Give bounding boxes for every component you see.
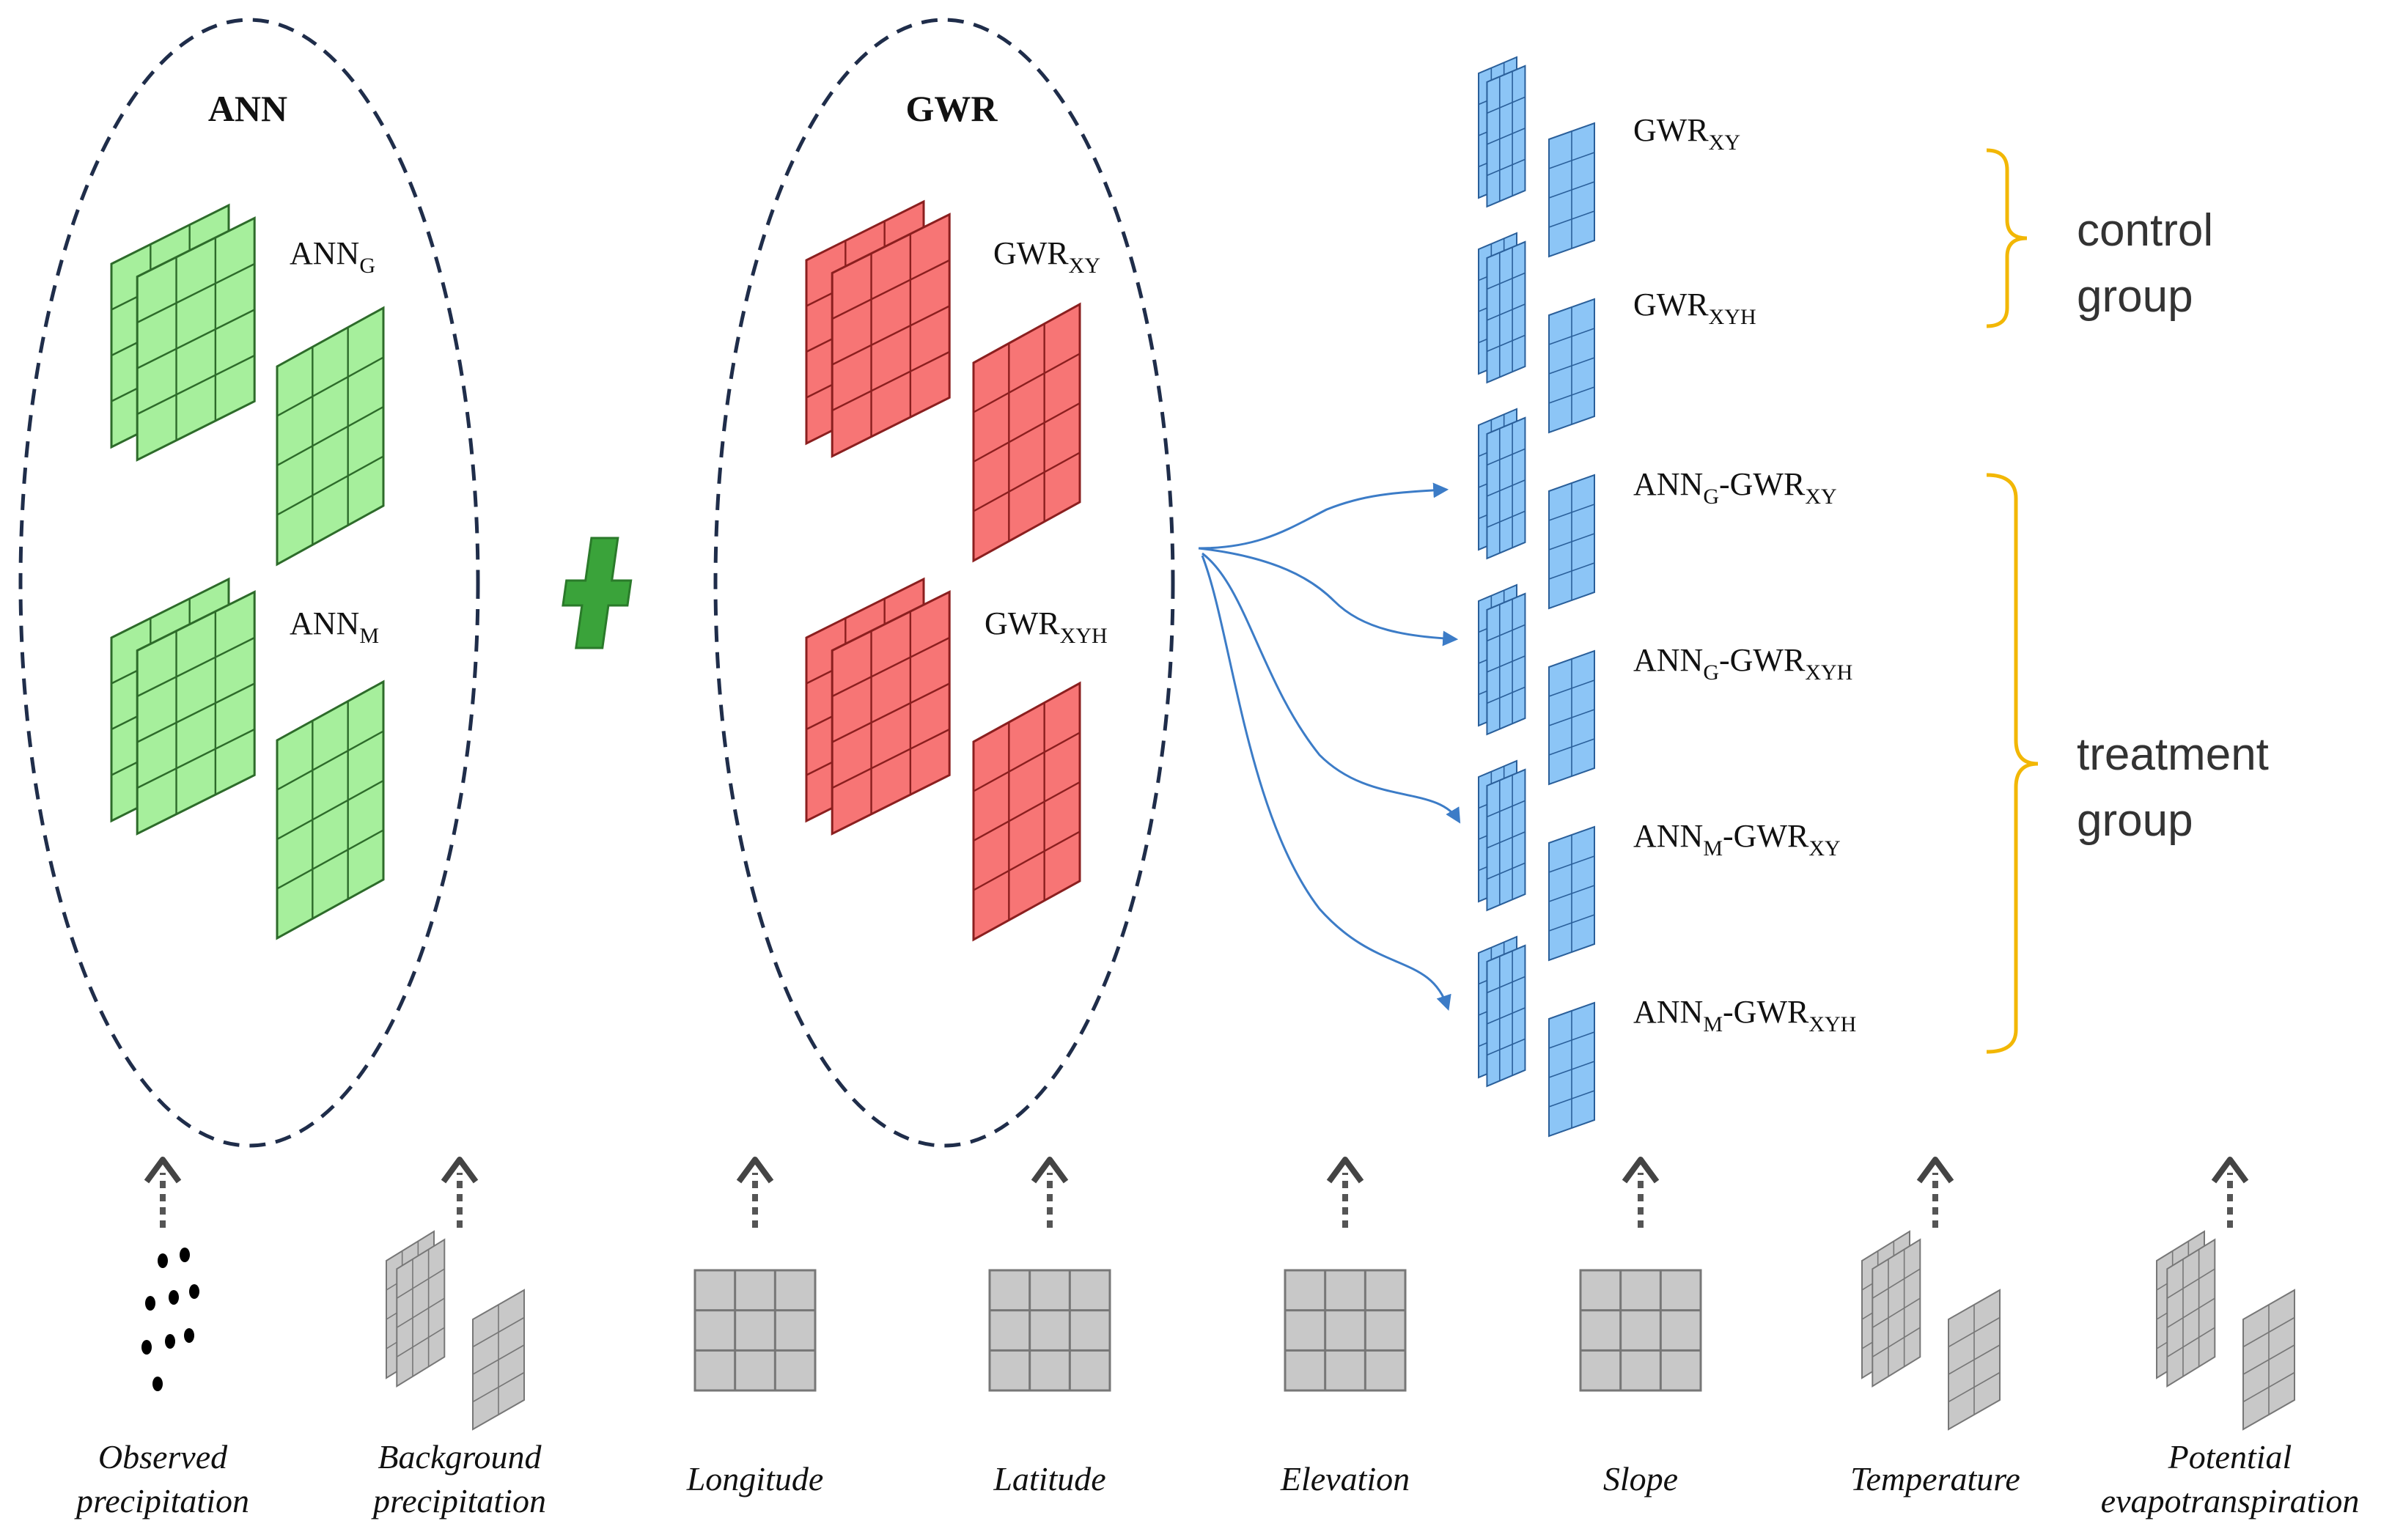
ann-m-layer	[276, 679, 385, 940]
input-label-latitude: Latitude	[993, 1460, 1105, 1497]
ann-g-stack-front	[136, 216, 256, 462]
ann-title: ANN	[208, 88, 287, 129]
combined-stack-4	[1478, 583, 1526, 736]
control-bracket	[1986, 148, 2028, 328]
gwr-xy-stack-front	[831, 213, 951, 458]
arrow-to-ann-m-gwr-xyh	[1201, 555, 1451, 1011]
combined-layer-stacks	[1478, 56, 1595, 1138]
up-arrow-2	[441, 1157, 479, 1228]
input-arrows	[144, 1157, 2249, 1228]
input-label-slope: Slope	[1603, 1460, 1678, 1497]
ann-g-stack	[110, 203, 256, 462]
gwr-layer-stacks	[805, 199, 1081, 942]
input-layer-6	[1948, 1289, 2001, 1431]
combined-layer-1	[1548, 122, 1595, 258]
input-layer-1	[472, 1289, 525, 1431]
ann-m-stack-front	[136, 590, 256, 836]
combination-arrows	[1198, 482, 1461, 1011]
arrow-to-ann-g-gwr-xy	[1198, 482, 1449, 550]
control-group-line2: group	[2077, 271, 2193, 322]
grid-icon	[1579, 1269, 1702, 1392]
input-label-temperature: Temperature	[1850, 1460, 2020, 1497]
gwr-xyh-stack-front	[831, 590, 951, 836]
combined-stack-1-front	[1486, 65, 1526, 208]
combined-layer-2	[1548, 298, 1595, 434]
gwr-ellipse	[713, 18, 1175, 1148]
input-label-observed-line2: precipitation	[74, 1482, 249, 1519]
combined-label-gwr-xy: GWRXY	[1633, 112, 1740, 155]
input-stack-6	[1861, 1230, 1921, 1388]
input-layer-7	[2242, 1289, 2295, 1431]
gwr-xy-layer	[972, 302, 1081, 563]
combined-stack-2	[1478, 232, 1526, 384]
ann-m-label: ANNM	[290, 605, 379, 648]
combined-stack-5-front	[1486, 768, 1526, 912]
stacked-grid-icon	[1861, 1230, 2001, 1431]
input-stack-1	[386, 1230, 446, 1388]
ann-g-label: ANNG	[290, 235, 375, 278]
input-stack-1-front	[396, 1238, 446, 1388]
combined-label-ann-g-gwr-xyh: ANNG-GWRXYH	[1633, 642, 1852, 685]
plus-icon	[562, 537, 633, 649]
points-icon	[141, 1248, 199, 1391]
up-arrow-6	[1622, 1157, 1660, 1228]
up-arrow-1	[144, 1157, 182, 1228]
ann-ellipse	[18, 18, 480, 1148]
combined-layer-3	[1548, 474, 1595, 610]
up-arrow-8	[2211, 1157, 2249, 1228]
combined-stack-1	[1478, 56, 1526, 208]
treatment-bracket	[1986, 473, 2039, 1054]
ann-layer-stacks	[110, 203, 385, 940]
input-label-elevation: Elevation	[1280, 1460, 1410, 1497]
combined-stack-5	[1478, 759, 1526, 912]
ann-g-layer	[276, 306, 385, 567]
input-label-longitude: Longitude	[686, 1460, 824, 1497]
gwr-xyh-label: GWRXYH	[985, 605, 1108, 648]
input-label-background-line2: precipitation	[371, 1482, 546, 1519]
up-arrow-3	[736, 1157, 774, 1228]
gwr-xyh-layer	[972, 681, 1081, 942]
gwr-xy-label: GWRXY	[993, 235, 1100, 278]
combined-layer-4	[1548, 649, 1595, 786]
grid-icon	[693, 1269, 817, 1392]
combined-stack-3	[1478, 408, 1526, 560]
input-stack-7-front	[2166, 1238, 2216, 1388]
input-labels: Observed precipitation Background precip…	[74, 1438, 2359, 1519]
stacked-grid-icon	[386, 1230, 525, 1431]
up-arrow-4	[1031, 1157, 1069, 1228]
combined-stack-4-front	[1486, 592, 1526, 736]
stacked-grid-icon	[2156, 1230, 2295, 1431]
treatment-group-line2: group	[2077, 795, 2193, 846]
combined-stack-3-front	[1486, 416, 1526, 560]
combined-layer-6	[1548, 1001, 1595, 1138]
gwr-title: GWR	[906, 88, 998, 129]
combined-label-gwr-xyh: GWRXYH	[1633, 287, 1756, 329]
input-label-observed-line1: Observed	[98, 1438, 228, 1475]
gwr-xyh-stack	[805, 577, 951, 836]
grid-icon	[988, 1269, 1111, 1392]
input-stack-7	[2156, 1230, 2216, 1388]
combined-label-ann-m-gwr-xyh: ANNM-GWRXYH	[1633, 994, 1856, 1036]
arrow-to-ann-g-gwr-xyh	[1198, 547, 1459, 646]
combined-stack-6	[1478, 935, 1526, 1088]
input-stack-6-front	[1872, 1238, 1921, 1388]
arrow-to-ann-m-gwr-xy	[1201, 552, 1461, 824]
gwr-xy-stack	[805, 199, 951, 458]
up-arrow-5	[1326, 1157, 1364, 1228]
treatment-group-line1: treatment	[2077, 729, 2269, 780]
input-icons	[141, 1230, 2295, 1431]
combined-layer-5	[1548, 825, 1595, 962]
ann-m-stack	[110, 577, 256, 836]
combined-stack-2-front	[1486, 240, 1526, 384]
input-label-pet-line2: evapotranspiration	[2101, 1482, 2360, 1519]
up-arrow-7	[1916, 1157, 1954, 1228]
grid-icon	[1284, 1269, 1407, 1392]
combined-label-ann-m-gwr-xy: ANNM-GWRXY	[1633, 818, 1841, 861]
combined-stack-6-front	[1486, 944, 1526, 1088]
input-label-background-line1: Background	[378, 1438, 542, 1475]
combined-label-ann-g-gwr-xy: ANNG-GWRXY	[1633, 466, 1837, 509]
input-label-pet-line1: Potential	[2168, 1438, 2292, 1475]
control-group-line1: control	[2077, 205, 2213, 256]
